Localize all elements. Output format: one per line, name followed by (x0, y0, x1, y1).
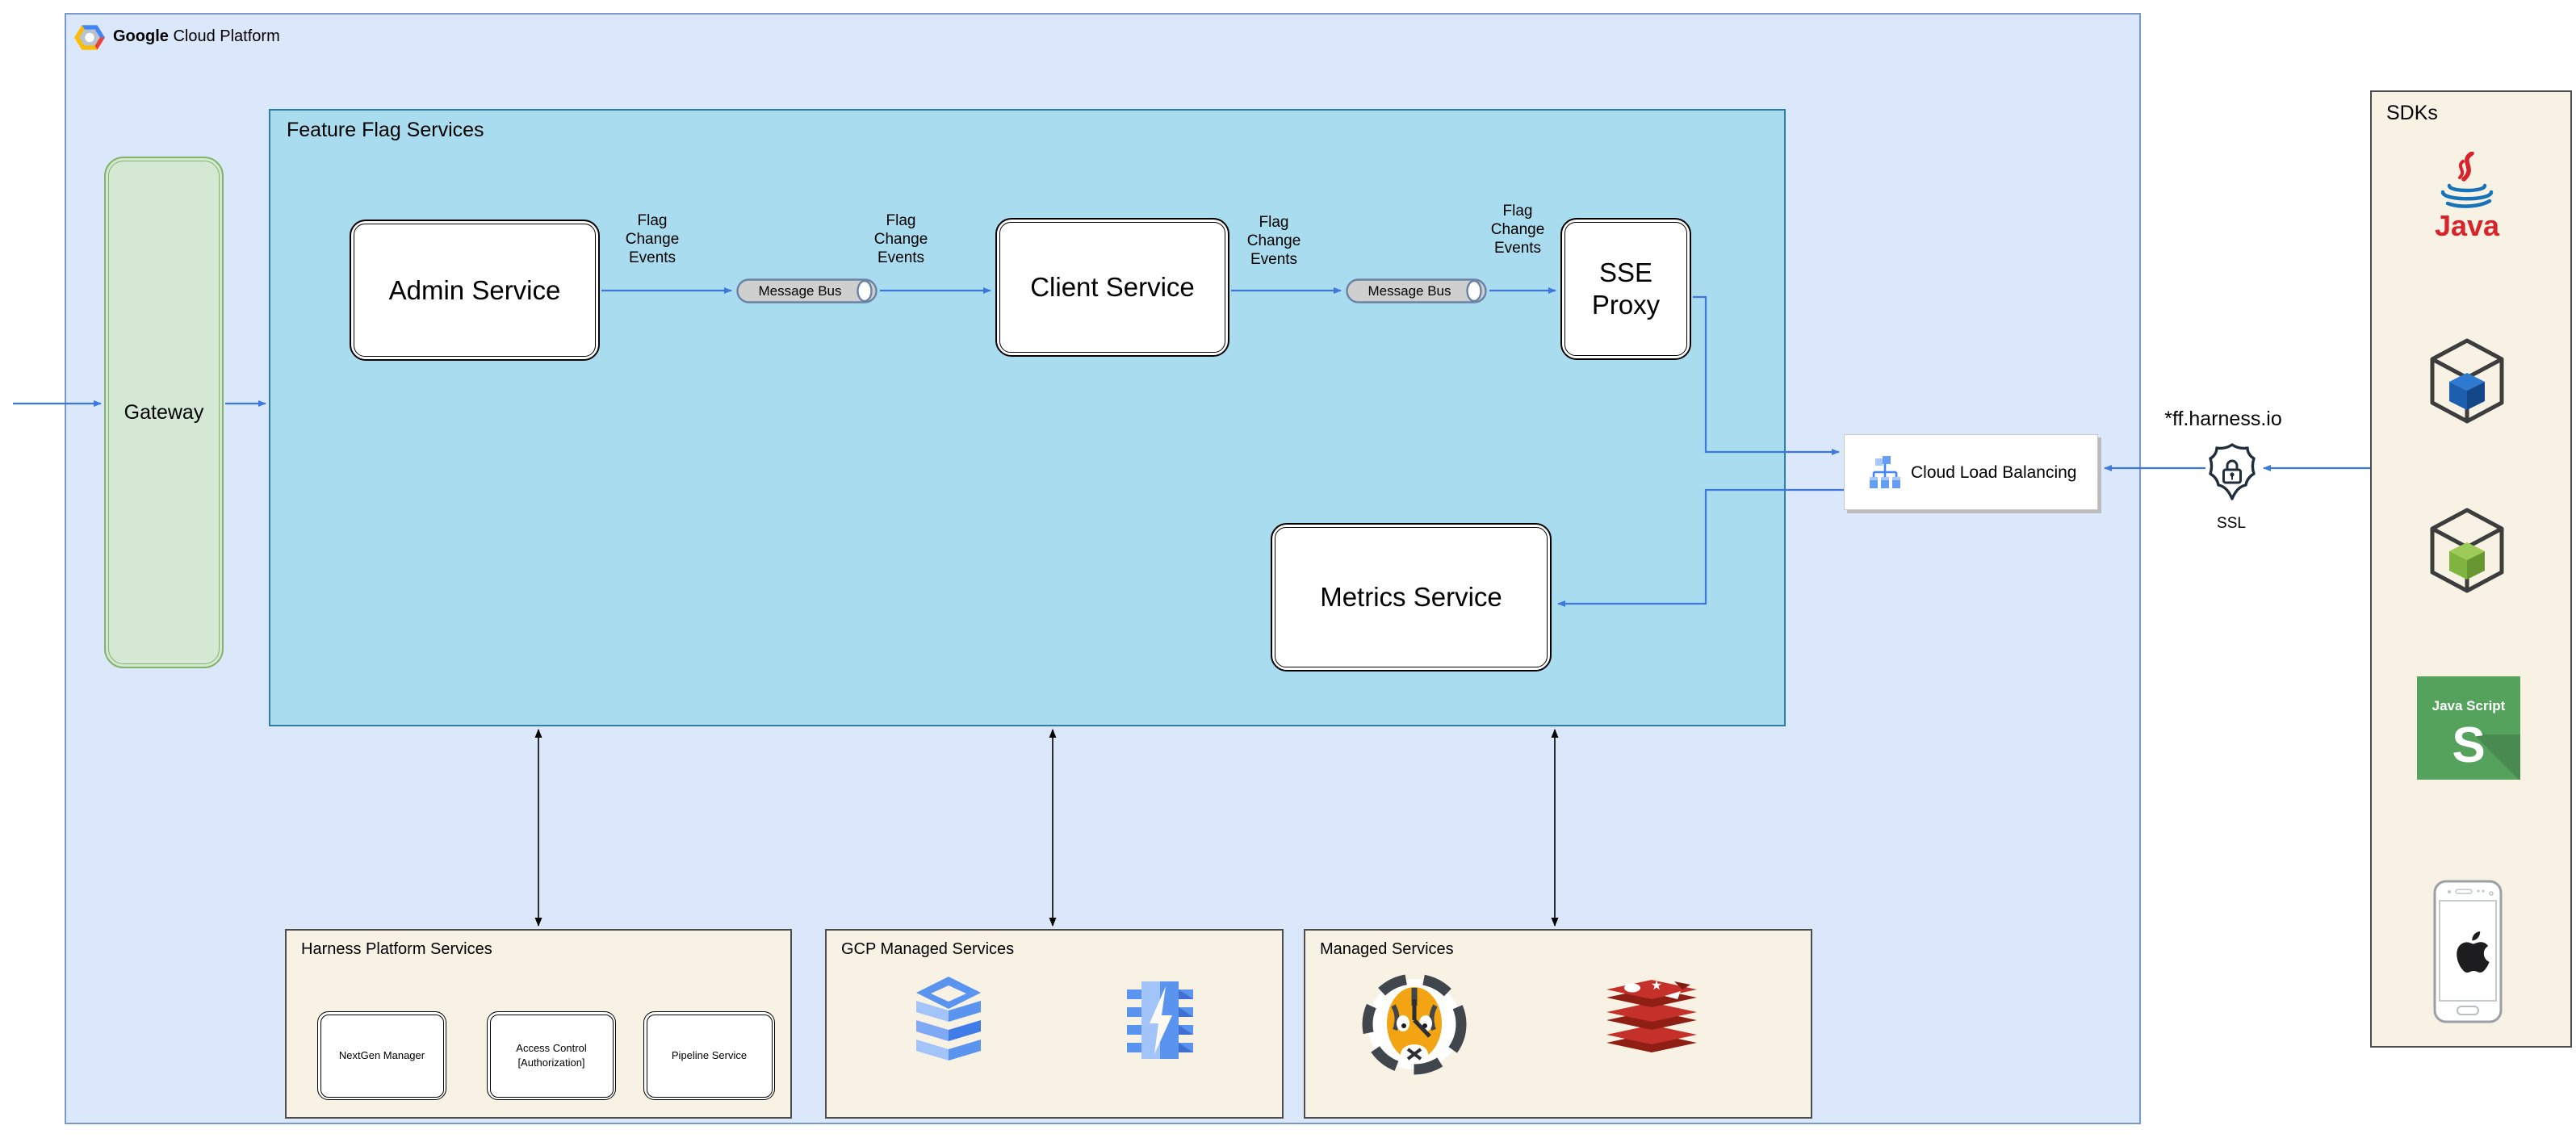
cylinder-icon (1346, 278, 1487, 303)
svg-text:★: ★ (1651, 980, 1662, 993)
message-bus-2-label: Message Bus (1368, 282, 1451, 299)
nextgen-manager-label: NextGen Manager (338, 1049, 425, 1061)
feature-flag-services-region (269, 109, 1786, 726)
admin-service-node: Admin Service (350, 220, 600, 361)
sse-proxy-label: SSE Proxy (1591, 257, 1661, 320)
mobile-phone-icon (2433, 880, 2503, 1023)
javascript-sdk-icon: Java Script S (2417, 676, 2520, 780)
sse-proxy-node: SSE Proxy (1560, 218, 1691, 360)
gcp-managed-services-title: GCP Managed Services (841, 940, 1015, 958)
admin-service-label: Admin Service (388, 274, 561, 305)
ssl-label: SSL (2217, 515, 2246, 532)
node-sdk-icon (2430, 508, 2504, 593)
brand-rest: Cloud Platform (173, 27, 280, 45)
access-control-node: Access Control [Authorization] (487, 1011, 616, 1100)
flag-change-events-label-4: Flag Change Events (1490, 203, 1545, 257)
load-balancer-icon (1870, 456, 1900, 488)
cloud-load-balancing-label: Cloud Load Balancing (1911, 463, 2077, 482)
flag-change-events-label-3: Flag Change Events (1246, 214, 1301, 268)
java-label: Java (2435, 209, 2500, 242)
javascript-letter: S (2452, 718, 2485, 773)
java-sdk-icon: Java (2435, 152, 2500, 242)
gcp-managed-services-box: GCP Managed Services (825, 929, 1284, 1119)
flag-change-events-label-1: Flag Change Events (625, 212, 680, 266)
gateway-label: Gateway (124, 400, 204, 424)
apple-logo-icon (2457, 931, 2490, 973)
sdks-title: SDKs (2386, 102, 2438, 124)
flag-change-events-label-2: Flag Change Events (873, 212, 928, 266)
timescaledb-icon (1362, 973, 1467, 1075)
message-bus-1: Message Bus (736, 278, 878, 303)
redis-icon: ★ (1606, 980, 1697, 1052)
gateway-node: Gateway (104, 157, 224, 668)
cloud-memorystore-icon (1127, 981, 1193, 1059)
javascript-text: Java Script (2432, 698, 2506, 713)
dotnet-sdk-icon (2430, 338, 2504, 424)
managed-services-title: Managed Services (1320, 940, 1454, 958)
access-control-label: Access Control [Authorization] (516, 1042, 587, 1069)
brand-bold: Google (113, 27, 169, 45)
ffs-title: Feature Flag Services (287, 119, 484, 141)
pipeline-service-node: Pipeline Service (643, 1011, 775, 1100)
client-service-label: Client Service (1030, 272, 1195, 302)
ssl-shield-icon (2209, 443, 2256, 500)
ff-harness-domain-label: *ff.harness.io (2164, 408, 2282, 430)
cloud-load-balancing-card: Cloud Load Balancing (1844, 434, 2098, 510)
harness-platform-services-title: Harness Platform Services (301, 940, 492, 958)
cylinder-icon (736, 278, 878, 303)
nextgen-manager-node: NextGen Manager (317, 1011, 446, 1100)
metrics-service-node: Metrics Service (1271, 523, 1552, 672)
pipeline-service-label: Pipeline Service (671, 1049, 748, 1061)
client-service-node: Client Service (995, 218, 1229, 357)
message-bus-2: Message Bus (1346, 278, 1488, 303)
page-title: Google Cloud Platform (113, 27, 280, 46)
gcp-logo-icon (74, 24, 105, 51)
cloud-sql-icon (916, 977, 981, 1061)
message-bus-1-label: Message Bus (758, 282, 842, 299)
metrics-service-label: Metrics Service (1320, 582, 1502, 612)
